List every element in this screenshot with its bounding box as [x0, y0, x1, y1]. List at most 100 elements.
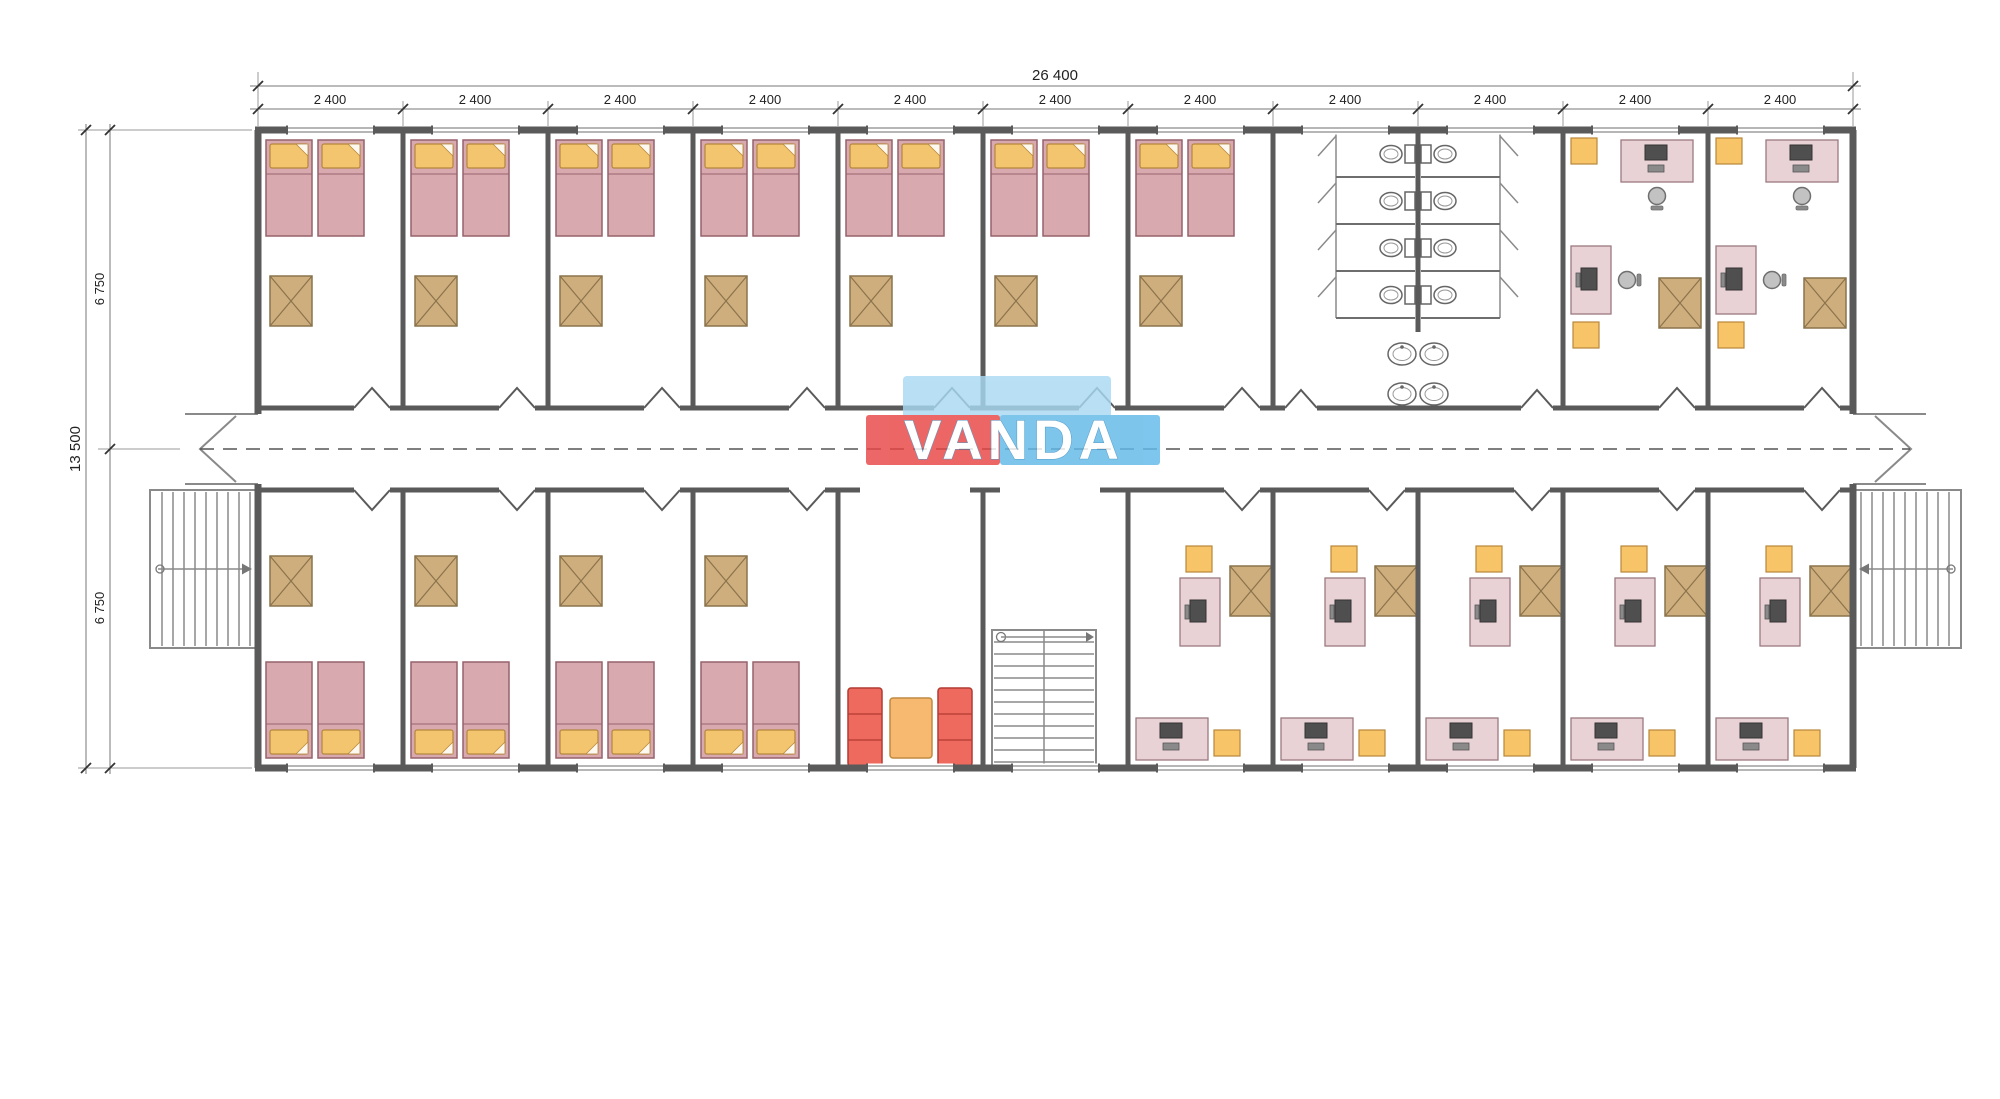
- window: [866, 762, 955, 774]
- right-stair-start-marker: [1946, 564, 1956, 574]
- lower-height-label: 6 750: [92, 592, 107, 625]
- bed: [555, 661, 603, 759]
- window: [721, 762, 810, 774]
- sofa: [847, 687, 883, 767]
- sink: [1387, 342, 1417, 366]
- window: [286, 762, 375, 774]
- bed: [607, 139, 655, 237]
- window: [1011, 762, 1100, 774]
- bed: [700, 661, 748, 759]
- office-chair: [1762, 270, 1787, 290]
- dimensions: 26 400 2 400 2 400 2 400 2 400 2 400 2 4…: [67, 67, 1861, 774]
- exterior-circulation: [149, 413, 1962, 649]
- cabinet: [1570, 137, 1598, 165]
- bay-width-label: 2 400: [459, 92, 492, 107]
- window: [1591, 124, 1680, 136]
- wardrobe: [1658, 277, 1702, 329]
- bed: [462, 661, 510, 759]
- desk: [1765, 139, 1839, 183]
- window: [1301, 762, 1390, 774]
- sink: [1419, 342, 1449, 366]
- toilet: [1420, 238, 1457, 258]
- toilet: [1379, 285, 1416, 305]
- wardrobe: [1809, 565, 1853, 617]
- bed: [410, 661, 458, 759]
- lower-offices: [1135, 545, 1853, 761]
- overall-height-ticks: [80, 124, 92, 774]
- office-chair: [1617, 270, 1642, 290]
- window: [576, 762, 665, 774]
- bed: [700, 139, 748, 237]
- bay-width-label: 2 400: [604, 92, 637, 107]
- window: [431, 762, 520, 774]
- window: [1446, 762, 1535, 774]
- desk: [1135, 717, 1209, 761]
- half-height-ticks: [104, 124, 116, 774]
- bay-width-label: 2 400: [894, 92, 927, 107]
- top-extension-lines: [257, 72, 1854, 126]
- bed: [462, 139, 510, 237]
- wardrobe: [994, 275, 1038, 327]
- wardrobe: [704, 555, 748, 607]
- wardrobe: [269, 275, 313, 327]
- desk: [1179, 577, 1221, 647]
- desk: [1280, 717, 1354, 761]
- toilet: [1420, 191, 1457, 211]
- toilet: [1379, 191, 1416, 211]
- bay-width-label: 2 400: [1619, 92, 1652, 107]
- office-chair: [1792, 186, 1812, 211]
- overall-width-ticks: [252, 80, 1859, 92]
- interior-staircase: [991, 629, 1097, 767]
- toilet: [1420, 285, 1457, 305]
- wardrobe: [1803, 277, 1847, 329]
- window: [1736, 762, 1825, 774]
- vanda-watermark: VANDA: [866, 376, 1160, 472]
- toilet-stall-doors: [1317, 135, 1519, 298]
- window: [1446, 124, 1535, 136]
- left-extension-lines: [78, 129, 252, 769]
- sink: [1419, 382, 1449, 406]
- wardrobe: [1374, 565, 1418, 617]
- cabinet: [1765, 545, 1793, 573]
- bay-width-label: 2 400: [314, 92, 347, 107]
- door-leaves-lower: [353, 489, 1841, 512]
- wardrobe: [704, 275, 748, 327]
- cabinet: [1715, 137, 1743, 165]
- cabinet: [1330, 545, 1358, 573]
- stair-arrow: [1086, 632, 1094, 642]
- cabinet: [1475, 545, 1503, 573]
- sink: [1387, 382, 1417, 406]
- interior-walls-upper: [400, 130, 1711, 408]
- cabinet: [1648, 729, 1676, 757]
- wardrobe: [849, 275, 893, 327]
- desk: [1620, 139, 1694, 183]
- desk: [1425, 717, 1499, 761]
- wardrobe: [1229, 565, 1273, 617]
- bay-width-label: 2 400: [1474, 92, 1507, 107]
- toilet: [1420, 144, 1457, 164]
- right-stair-arrow: [1859, 563, 1869, 575]
- wardrobe: [1139, 275, 1183, 327]
- bed: [1135, 139, 1183, 237]
- desk: [1759, 577, 1801, 647]
- bed: [317, 661, 365, 759]
- window: [1156, 124, 1245, 136]
- bed: [1187, 139, 1235, 237]
- bay-width-label: 2 400: [1764, 92, 1797, 107]
- watermark-red-block: [866, 415, 1000, 465]
- wardrobe: [1519, 565, 1563, 617]
- bay-ticks: [252, 103, 1859, 115]
- toilet: [1379, 238, 1416, 258]
- desk: [1715, 245, 1757, 315]
- cabinet: [1185, 545, 1213, 573]
- cabinet: [1793, 729, 1821, 757]
- bed: [607, 661, 655, 759]
- bed: [410, 139, 458, 237]
- desk: [1570, 245, 1612, 315]
- sofa: [937, 687, 973, 767]
- window: [1301, 124, 1390, 136]
- bathroom: [1317, 130, 1519, 406]
- bed: [752, 139, 800, 237]
- wardrobe: [414, 275, 458, 327]
